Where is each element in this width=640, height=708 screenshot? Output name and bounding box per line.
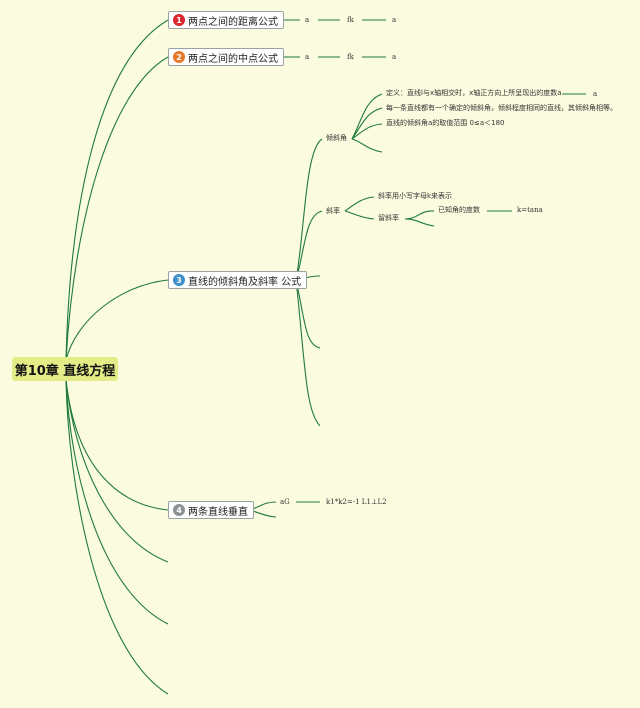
topic-midpoint-formula[interactable]: 2 两点之间的中点公式 [168,48,284,66]
chain-node[interactable]: a [305,16,310,24]
node-perp-formula[interactable]: k1*k2=-1 L1⊥L2 [326,498,387,506]
topic-distance-formula[interactable]: 1 两点之间的距离公式 [168,11,284,29]
node-angle-definition[interactable]: 定义：直线l与x轴相交时，x轴正方向上所呈现出的度数a [386,89,562,97]
node-slope-formula[interactable]: k=tana [517,206,543,214]
topic-label: 两点之间的中点公式 [188,53,278,65]
node-slope-notation[interactable]: 斜率用小写字母k来表示 [378,192,453,200]
topic-label: 两点之间的距离公式 [188,16,278,28]
chain-node[interactable]: fk [347,16,354,24]
node-inclination-angle[interactable]: 倾斜角 [326,134,347,142]
chain-node[interactable]: a [305,53,310,61]
node-slope-find[interactable]: 留斜率 [378,214,399,222]
node-angle-range[interactable]: 直线的倾斜角a的取值范围 0≤a＜180 [386,119,505,127]
number-3-icon: 3 [173,274,185,286]
node-slope[interactable]: 斜率 [326,207,340,215]
chain-node[interactable]: a [392,16,397,24]
chain-node[interactable]: a [392,53,397,61]
topic-perpendicular-lines[interactable]: 4 两条直线垂直 [168,501,254,519]
chain-node[interactable]: fk [347,53,354,61]
topic-label: 直线的倾斜角及斜率 公式 [188,276,302,288]
root-topic[interactable]: 第10章 直线方程 [12,357,118,381]
node-angle-property[interactable]: 每一条直线都有一个确定的倾斜角，倾斜程度相同的直线，其倾斜角相等。 [386,104,617,112]
number-2-icon: 2 [173,51,185,63]
node-perp-child[interactable]: aG [280,498,290,506]
number-1-icon: 1 [173,14,185,26]
topic-inclination-slope[interactable]: 3 直线的倾斜角及斜率 公式 [168,271,308,289]
node-known-angle[interactable]: 已知角的度数 [438,206,480,214]
topic-label: 两条直线垂直 [188,506,248,518]
number-4-icon: 4 [173,504,185,516]
node-angle-tail[interactable]: a [593,90,598,98]
